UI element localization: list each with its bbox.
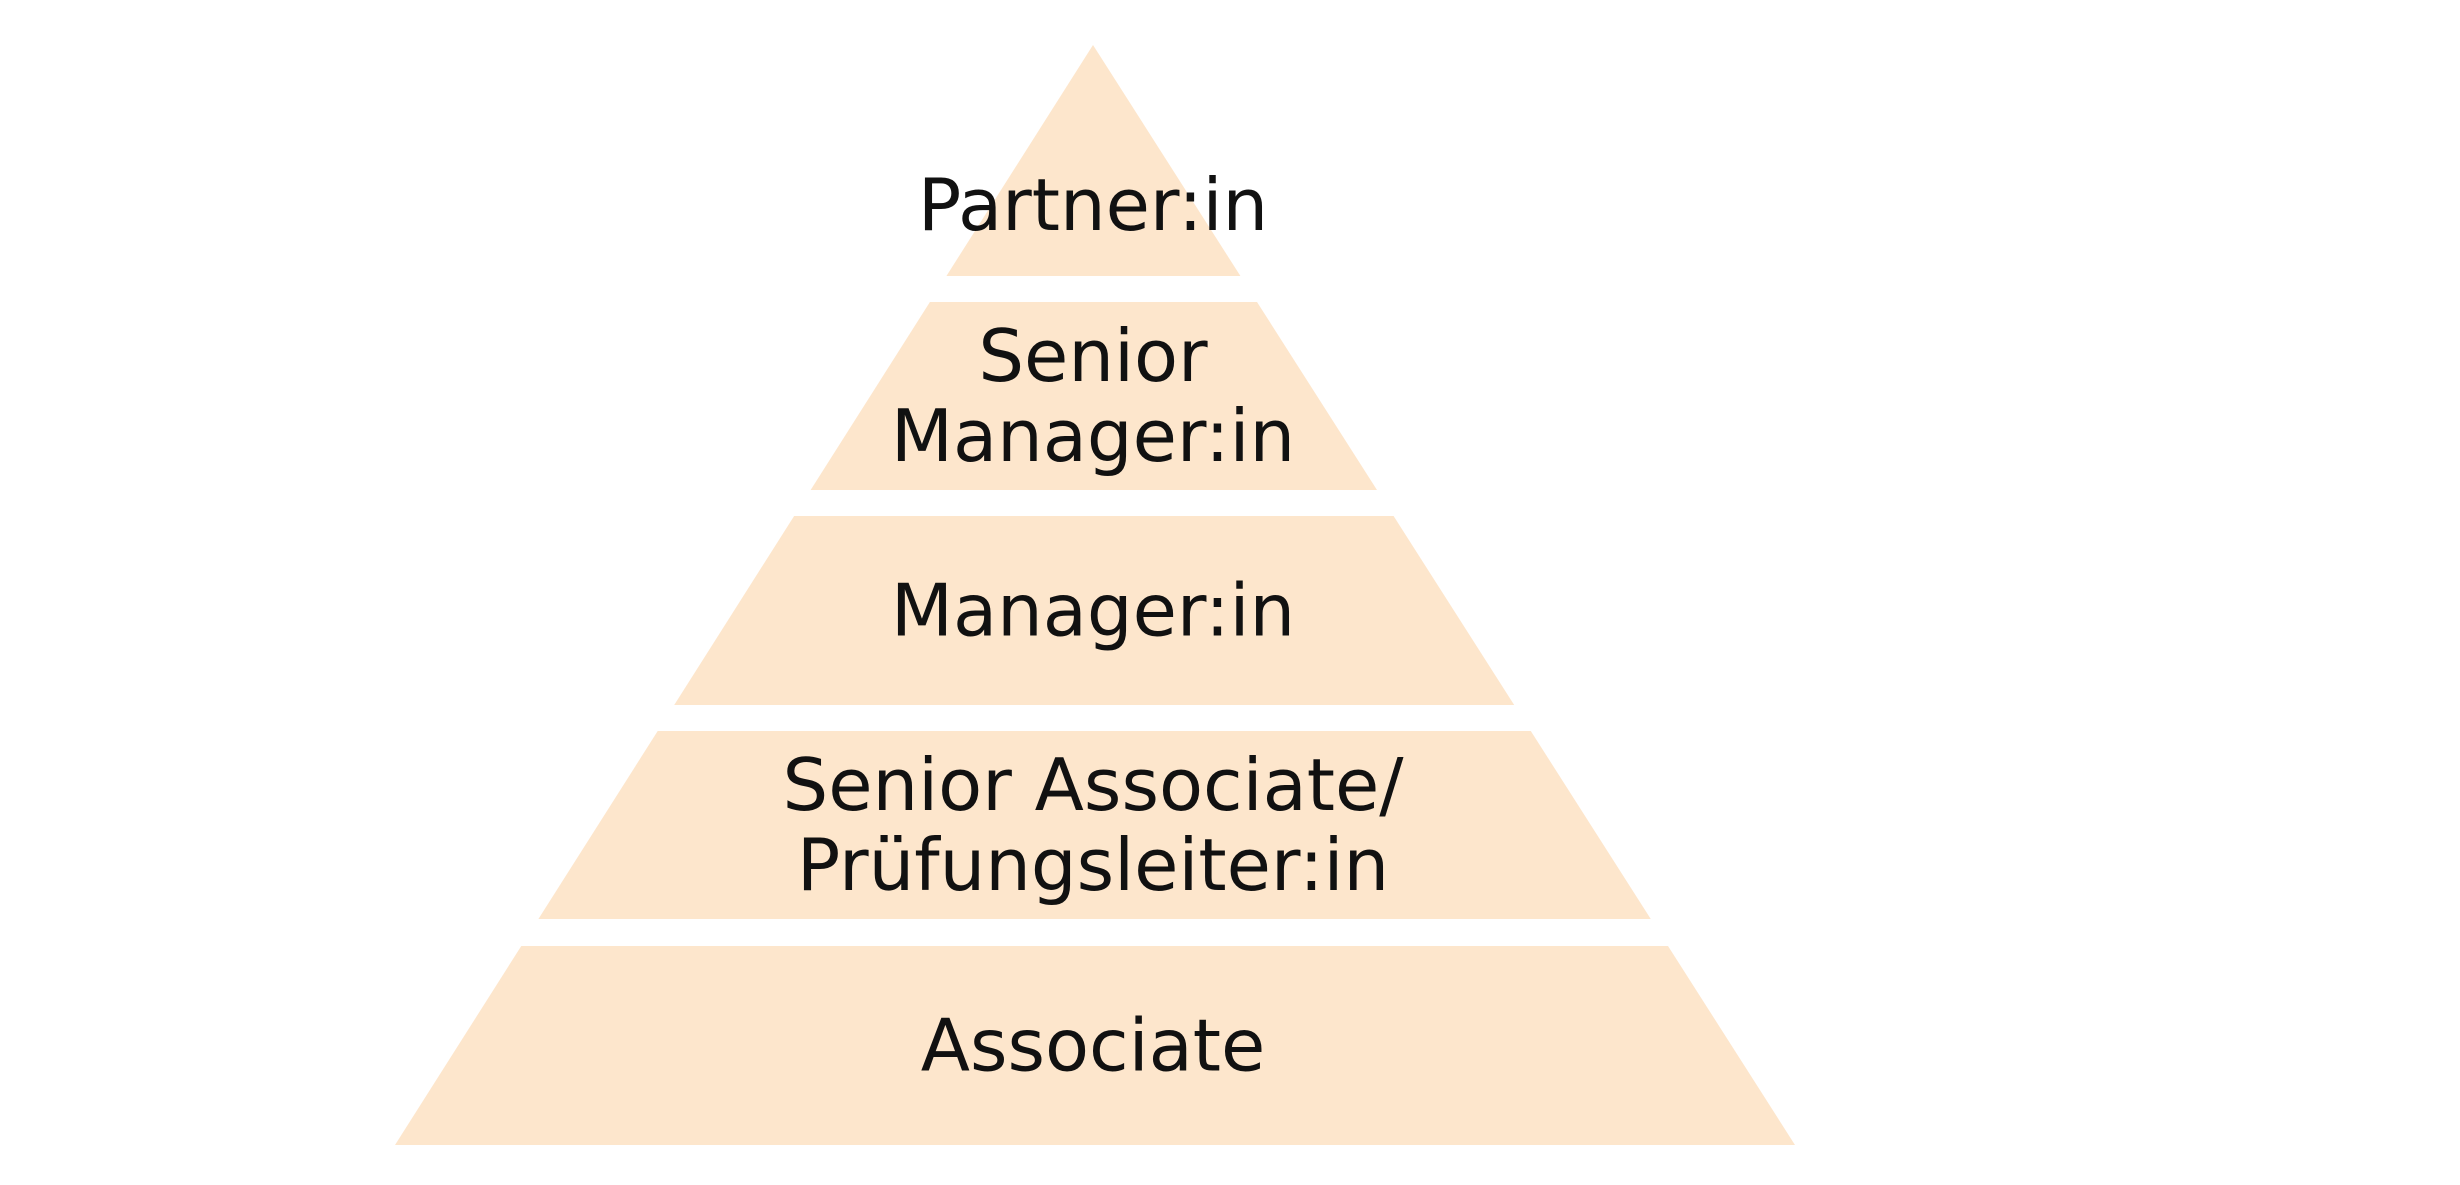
pyramid-tier-shape	[946, 45, 1241, 276]
pyramid-tier-1: Partner:in	[918, 45, 1268, 276]
pyramid-tier-label: Partner:in	[918, 163, 1268, 247]
pyramid-tier-label: Manager:in	[891, 569, 1295, 653]
pyramid-tier-shape	[810, 302, 1377, 490]
pyramid-tier-label: Associate	[921, 1004, 1266, 1088]
pyramid-tier-shape	[674, 516, 1515, 705]
pyramid-tier-3: Manager:in	[674, 516, 1515, 705]
pyramid-tier-label: Prüfungsleiter:in	[797, 823, 1389, 907]
pyramid-tier-shape	[538, 731, 1651, 919]
pyramid-tier-4: Senior Associate/Prüfungsleiter:in	[538, 731, 1651, 919]
pyramid-tier-5: Associate	[395, 946, 1795, 1145]
pyramid-tier-shape	[395, 946, 1795, 1145]
pyramid-tier-label: Manager:in	[891, 394, 1295, 478]
pyramid-tier-label: Senior	[978, 314, 1208, 398]
pyramid-tier-label: Senior Associate/	[783, 743, 1405, 827]
